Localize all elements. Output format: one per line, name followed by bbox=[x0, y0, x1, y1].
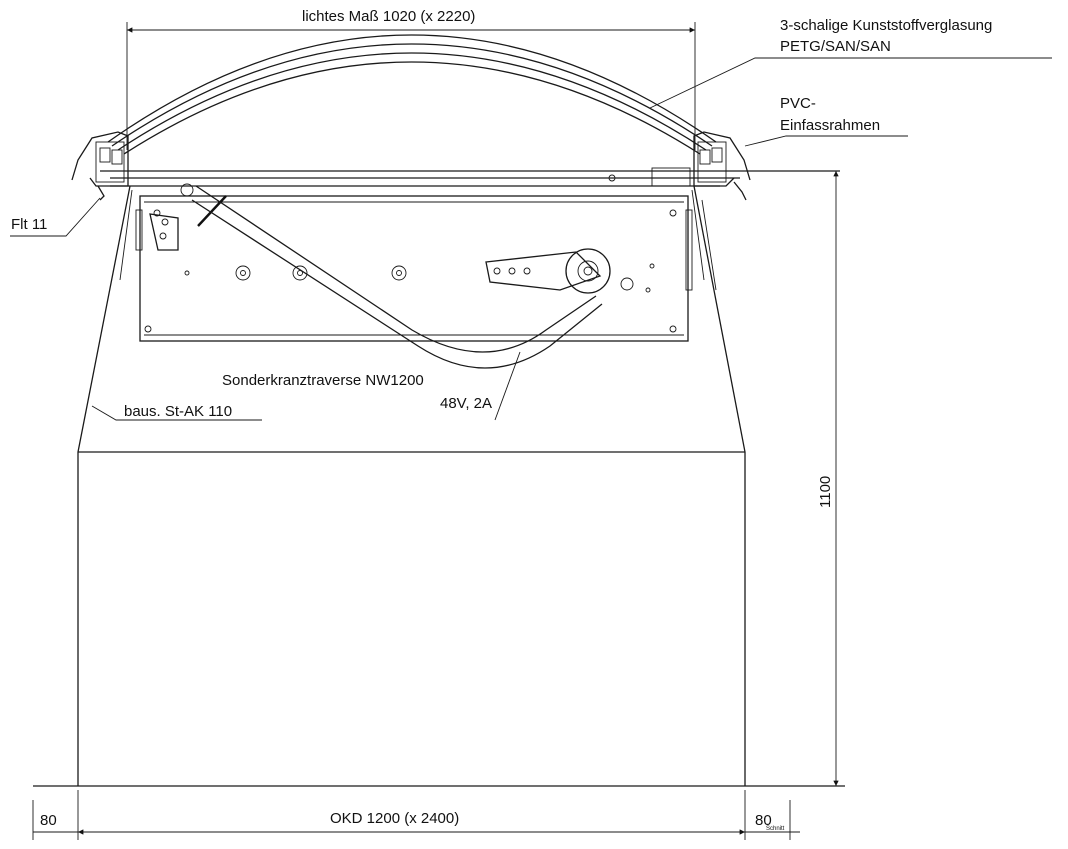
height-label: 1100 bbox=[817, 476, 834, 508]
curb-label: baus. St-AK 110 bbox=[124, 403, 232, 420]
right-offset-label: 80 bbox=[755, 812, 772, 829]
left-offset-label: 80 bbox=[40, 812, 57, 829]
clear-width-label: lichtes Maß 1020 (x 2220) bbox=[302, 8, 475, 25]
tiny-mark-label: Schnitt bbox=[766, 826, 785, 832]
okd-label: OKD 1200 (x 2400) bbox=[330, 810, 459, 827]
clear-width-dimension bbox=[126, 22, 696, 150]
pvc-frame-left bbox=[71, 131, 129, 201]
linkage-left bbox=[149, 195, 227, 251]
traverse-label-1: Sonderkranztraverse NW1200 bbox=[222, 372, 424, 389]
frame-label-2: Einfassrahmen bbox=[780, 117, 880, 134]
flt-label: Flt 11 bbox=[11, 216, 47, 233]
glazing-label-2: PETG/SAN/SAN bbox=[780, 38, 891, 55]
drive-housing bbox=[135, 183, 693, 342]
leader-lines bbox=[10, 57, 1052, 421]
dome-glazing bbox=[107, 34, 717, 155]
bottom-dimension bbox=[32, 790, 800, 840]
traverse-arm bbox=[191, 185, 655, 369]
frame-rail bbox=[100, 167, 840, 187]
curb bbox=[77, 185, 746, 786]
frame-label-1: PVC- bbox=[780, 95, 816, 112]
glazing-label-1: 3-schalige Kunststoffverglasung bbox=[780, 17, 992, 34]
pvc-frame-right bbox=[693, 131, 751, 201]
traverse-label-2: 48V, 2A bbox=[440, 395, 492, 412]
